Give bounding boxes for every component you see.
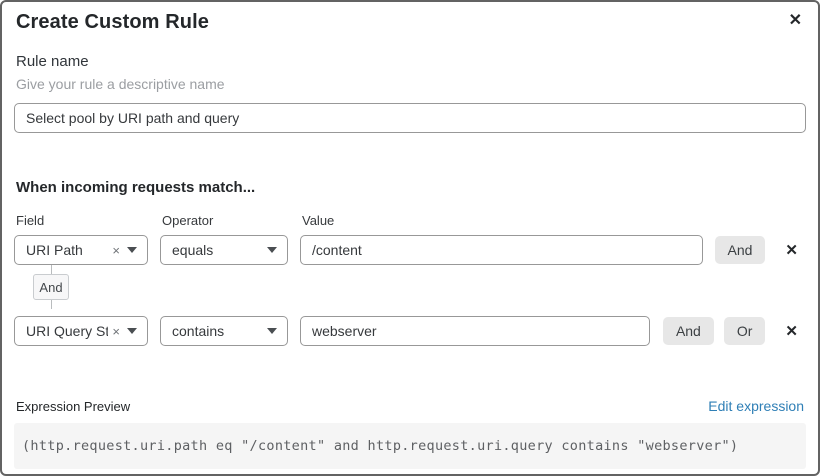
dialog-title: Create Custom Rule xyxy=(16,11,209,33)
column-header-value: Value xyxy=(302,213,335,228)
chevron-down-icon xyxy=(267,328,277,334)
field-select-1-value: URI Path xyxy=(26,242,83,258)
match-heading: When incoming requests match... xyxy=(16,179,256,196)
expression-code: (http.request.uri.path eq "/content" and… xyxy=(14,423,806,469)
close-icon: ✕ xyxy=(788,12,802,29)
chevron-down-icon xyxy=(267,247,277,253)
connector-line-bottom xyxy=(50,300,52,309)
column-header-operator: Operator xyxy=(162,213,214,228)
operator-select-1[interactable]: equals xyxy=(160,235,288,265)
condition-row-2: URI Query St... × contains And Or ✕ xyxy=(14,316,806,346)
remove-condition-button-1[interactable]: ✕ xyxy=(783,241,800,260)
operator-select-2-value: contains xyxy=(172,323,225,339)
edit-expression-link[interactable]: Edit expression xyxy=(708,398,804,414)
and-connector: And xyxy=(33,265,69,309)
chevron-down-icon xyxy=(127,328,137,334)
and-button-1[interactable]: And xyxy=(714,236,766,264)
clear-field-icon[interactable]: × xyxy=(112,323,120,339)
rule-name-label: Rule name xyxy=(16,53,89,70)
column-header-field: Field xyxy=(16,213,45,228)
chevron-down-icon xyxy=(127,247,137,253)
close-button[interactable]: ✕ xyxy=(785,9,806,33)
remove-condition-button-2[interactable]: ✕ xyxy=(783,322,800,341)
remove-icon: ✕ xyxy=(785,241,798,259)
and-connector-badge: And xyxy=(33,274,69,300)
column-labels: Field Operator Value xyxy=(16,213,804,228)
condition-row-1: URI Path × equals And ✕ xyxy=(14,235,806,265)
field-select-1[interactable]: URI Path × xyxy=(14,235,148,265)
remove-icon: ✕ xyxy=(785,322,798,340)
field-select-2[interactable]: URI Query St... × xyxy=(14,316,148,346)
rule-name-helper: Give your rule a descriptive name xyxy=(16,76,225,92)
value-input-2[interactable] xyxy=(300,316,650,346)
and-button-2[interactable]: And xyxy=(662,317,714,345)
rule-name-input[interactable] xyxy=(14,103,806,133)
or-button-2[interactable]: Or xyxy=(723,317,766,345)
expression-header: Expression Preview Edit expression xyxy=(16,398,804,414)
operator-select-1-value: equals xyxy=(172,242,214,258)
value-input-1[interactable] xyxy=(300,235,703,265)
operator-select-2[interactable]: contains xyxy=(160,316,288,346)
expression-preview-label: Expression Preview xyxy=(16,399,131,414)
field-select-2-value: URI Query St... xyxy=(26,323,109,339)
clear-field-icon[interactable]: × xyxy=(112,242,120,258)
connector-line-top xyxy=(50,265,52,274)
